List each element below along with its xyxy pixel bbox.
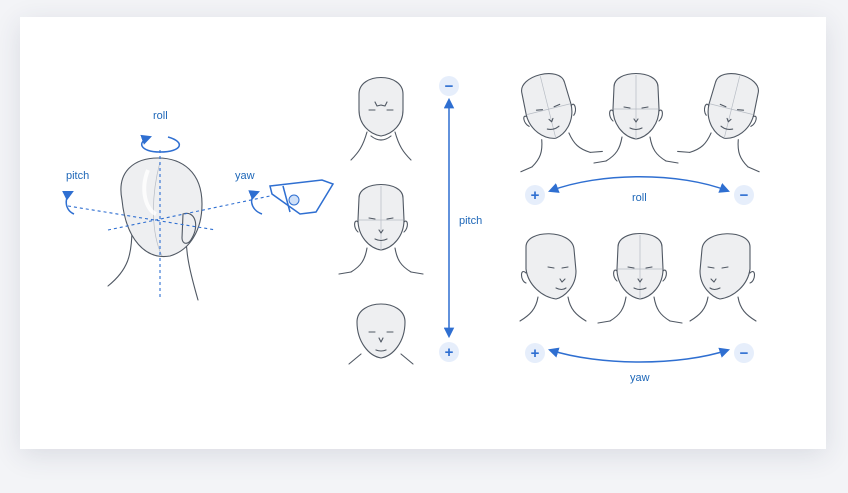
yaw-plus-badge: + <box>525 343 545 363</box>
yaw-label: yaw <box>235 170 255 182</box>
roll-plus-sign: + <box>531 187 540 204</box>
roll-head-left <box>498 64 603 173</box>
yaw-head-left <box>519 233 587 322</box>
pitch-plus-sign: + <box>445 344 454 361</box>
roll-minus-badge: − <box>734 185 754 205</box>
yaw-minus-badge: − <box>734 343 754 363</box>
roll-head-neutral <box>593 72 679 164</box>
roll-minus-sign: − <box>740 187 749 204</box>
yaw-plus-sign: + <box>531 345 540 362</box>
pitch-head-down <box>348 303 414 365</box>
roll-label: roll <box>153 110 168 122</box>
pitch-plus-badge: + <box>439 342 459 362</box>
roll-head-right <box>677 64 782 173</box>
roll-plus-badge: + <box>525 185 545 205</box>
yaw-head-neutral <box>597 232 683 324</box>
back-head-axes-figure <box>62 134 335 301</box>
pitch-minus-badge: − <box>439 76 459 96</box>
camera-icon <box>269 179 335 215</box>
pitch-axis-label: pitch <box>459 215 482 227</box>
yaw-head-right <box>689 233 757 322</box>
roll-axis-label: roll <box>632 192 647 204</box>
pitch-head-up <box>350 76 412 161</box>
pitch-label: pitch <box>66 170 89 182</box>
pitch-head-neutral <box>338 183 424 275</box>
yaw-minus-sign: − <box>740 345 749 362</box>
yaw-axis-label: yaw <box>630 372 650 384</box>
pitch-minus-sign: − <box>445 78 454 95</box>
